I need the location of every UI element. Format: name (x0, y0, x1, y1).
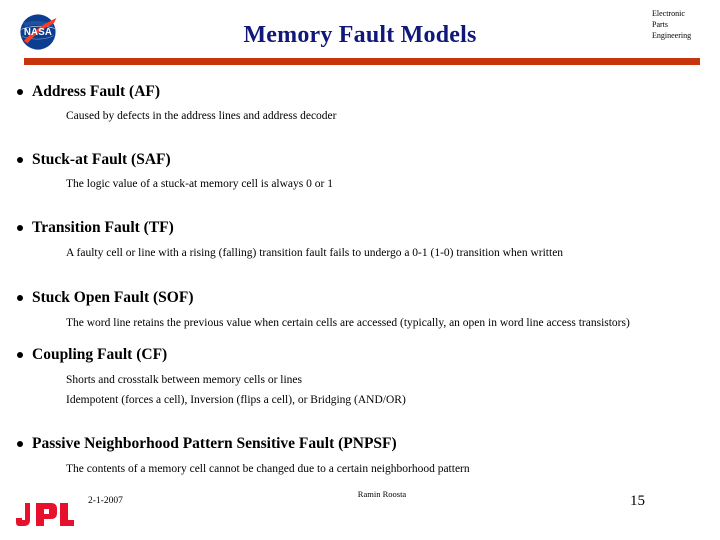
bullet-item-stuck-open-fault: Stuck Open Fault (SOF) The word line ret… (0, 288, 720, 332)
bullet-heading: Stuck Open Fault (SOF) (0, 288, 720, 307)
bullet-heading: Passive Neighborhood Pattern Sensitive F… (0, 434, 720, 453)
bullet-detail-line: The logic value of a stuck-at memory cel… (66, 177, 333, 190)
org-label-line-2: Parts (652, 20, 668, 29)
footer-author: Ramin Roosta (357, 489, 407, 499)
bullet-detail-line: The contents of a memory cell cannot be … (66, 463, 470, 475)
bullet-detail-line: Idempotent (forces a cell), Inversion (f… (66, 393, 406, 406)
bullet-heading: Stuck-at Fault (SAF) (0, 150, 720, 169)
footer-date: 2-1-2007 (88, 496, 123, 506)
bullet-detail-line: Caused by defects in the address lines a… (66, 110, 337, 122)
bullet-heading-text: Passive Neighborhood Pattern Sensitive F… (32, 435, 397, 452)
bullet-item-coupling-fault: Coupling Fault (CF) Shorts and crosstalk… (0, 345, 720, 408)
bullet-heading-text: Address Fault (AF) (32, 83, 161, 100)
bullet-heading-text: Stuck Open Fault (SOF) (32, 288, 194, 306)
bullet-dot-icon (17, 225, 23, 231)
nasa-logo: NASA (14, 10, 62, 54)
bullet-item-pnpsf: Passive Neighborhood Pattern Sensitive F… (0, 434, 720, 478)
bullet-heading: Transition Fault (TF) (0, 218, 720, 237)
bullet-item-transition-fault: Transition Fault (TF) A faulty cell or l… (0, 218, 720, 262)
bullet-dot-icon (17, 352, 23, 358)
slide-content: Address Fault (AF) Caused by defects in … (0, 78, 720, 478)
bullet-dot-icon (17, 294, 23, 301)
bullet-detail-line: A faulty cell or line with a rising (fal… (66, 247, 564, 259)
bullet-heading-text: Coupling Fault (CF) (32, 346, 168, 363)
jpl-logo (16, 503, 74, 529)
org-label-line-1: Electronic (652, 9, 685, 18)
page-number: 15 (630, 493, 645, 509)
bullet-item-stuck-at-fault: Stuck-at Fault (SAF) The logic value of … (0, 150, 720, 193)
bullet-item-address-fault: Address Fault (AF) Caused by defects in … (0, 82, 720, 125)
page-title: Memory Fault Models (243, 22, 477, 48)
bullet-dot-icon (17, 441, 23, 447)
bullet-detail-line: The word line retains the previous value… (66, 316, 630, 329)
header-divider (24, 58, 700, 65)
bullet-heading: Coupling Fault (CF) (0, 345, 720, 364)
bullet-dot-icon (17, 156, 23, 163)
org-label-line-3: Engineering (652, 31, 692, 40)
bullet-heading-text: Transition Fault (TF) (32, 219, 174, 236)
org-label: Electronic Parts Engineering (652, 8, 718, 41)
svg-text:NASA: NASA (24, 27, 52, 38)
bullet-heading-text: Stuck-at Fault (SAF) (32, 150, 171, 168)
bullet-heading: Address Fault (AF) (0, 82, 720, 101)
bullet-dot-icon (17, 89, 23, 95)
bullet-detail-line: Shorts and crosstalk between memory cell… (66, 374, 303, 386)
